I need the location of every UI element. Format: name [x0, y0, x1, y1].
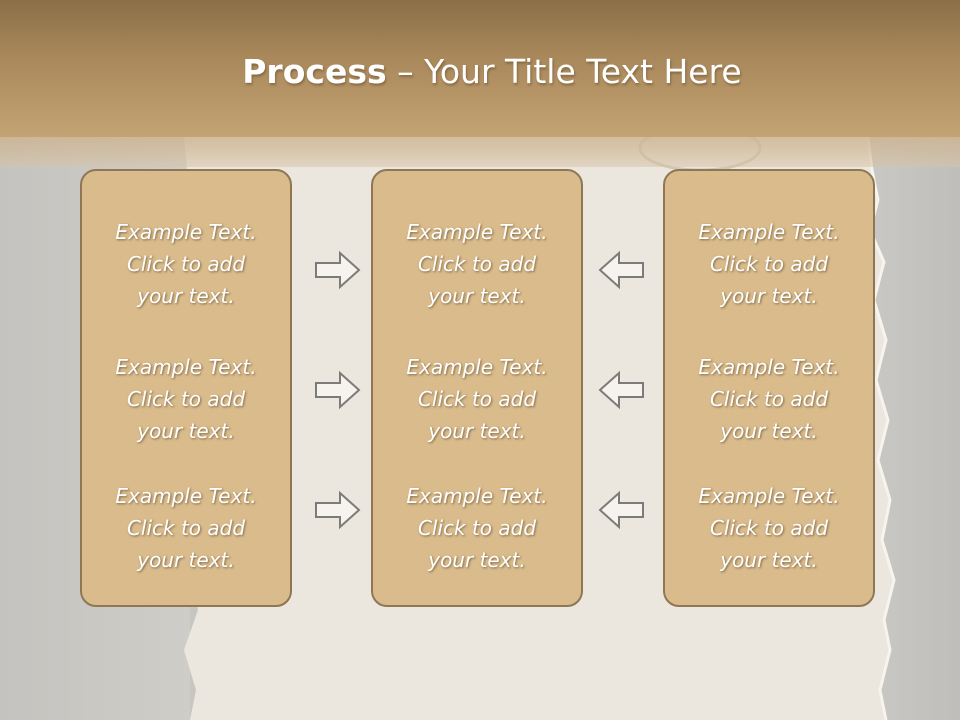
text-line: Example Text. — [406, 355, 548, 379]
title-bar-band — [0, 137, 960, 167]
text-line: your text. — [720, 419, 818, 443]
left-arrow-icon — [598, 250, 644, 290]
box-right-text-3[interactable]: Example Text. Click to add your text. — [665, 480, 873, 576]
text-line: your text. — [137, 548, 235, 572]
process-box-left[interactable]: Example Text. Click to add your text. Ex… — [80, 169, 292, 607]
text-line: Example Text. — [406, 484, 548, 508]
text-line: your text. — [720, 284, 818, 308]
box-center-text-2[interactable]: Example Text. Click to add your text. — [373, 351, 581, 447]
text-line: Example Text. — [115, 484, 257, 508]
text-line: Click to add — [126, 252, 246, 276]
title-bar — [0, 0, 960, 137]
box-left-text-1[interactable]: Example Text. Click to add your text. — [82, 216, 290, 312]
text-line: Example Text. — [698, 220, 840, 244]
right-arrow-icon — [315, 370, 361, 410]
box-center-text-3[interactable]: Example Text. Click to add your text. — [373, 480, 581, 576]
text-line: Example Text. — [115, 220, 257, 244]
text-line: Click to add — [709, 387, 829, 411]
text-line: your text. — [720, 548, 818, 572]
right-arrow-icon — [315, 490, 361, 530]
right-arrow-icon — [315, 250, 361, 290]
text-line: Click to add — [417, 252, 537, 276]
text-line: Example Text. — [698, 355, 840, 379]
text-line: Example Text. — [115, 355, 257, 379]
box-right-text-1[interactable]: Example Text. Click to add your text. — [665, 216, 873, 312]
text-line: Example Text. — [406, 220, 548, 244]
text-line: Click to add — [417, 516, 537, 540]
text-line: your text. — [428, 284, 526, 308]
text-line: Example Text. — [698, 484, 840, 508]
text-line: your text. — [137, 419, 235, 443]
text-line: Click to add — [417, 387, 537, 411]
box-left-text-3[interactable]: Example Text. Click to add your text. — [82, 480, 290, 576]
text-line: your text. — [428, 419, 526, 443]
text-line: Click to add — [126, 516, 246, 540]
title-rest: – Your Title Text Here — [386, 52, 742, 91]
left-arrow-icon — [598, 370, 644, 410]
box-right-text-2[interactable]: Example Text. Click to add your text. — [665, 351, 873, 447]
text-line: Click to add — [126, 387, 246, 411]
box-center-text-1[interactable]: Example Text. Click to add your text. — [373, 216, 581, 312]
text-line: Click to add — [709, 252, 829, 276]
process-box-center[interactable]: Example Text. Click to add your text. Ex… — [371, 169, 583, 607]
slide-title[interactable]: Process – Your Title Text Here — [0, 52, 960, 91]
box-left-text-2[interactable]: Example Text. Click to add your text. — [82, 351, 290, 447]
text-line: your text. — [428, 548, 526, 572]
process-box-right[interactable]: Example Text. Click to add your text. Ex… — [663, 169, 875, 607]
text-line: Click to add — [709, 516, 829, 540]
title-bold: Process — [242, 52, 387, 91]
left-arrow-icon — [598, 490, 644, 530]
text-line: your text. — [137, 284, 235, 308]
